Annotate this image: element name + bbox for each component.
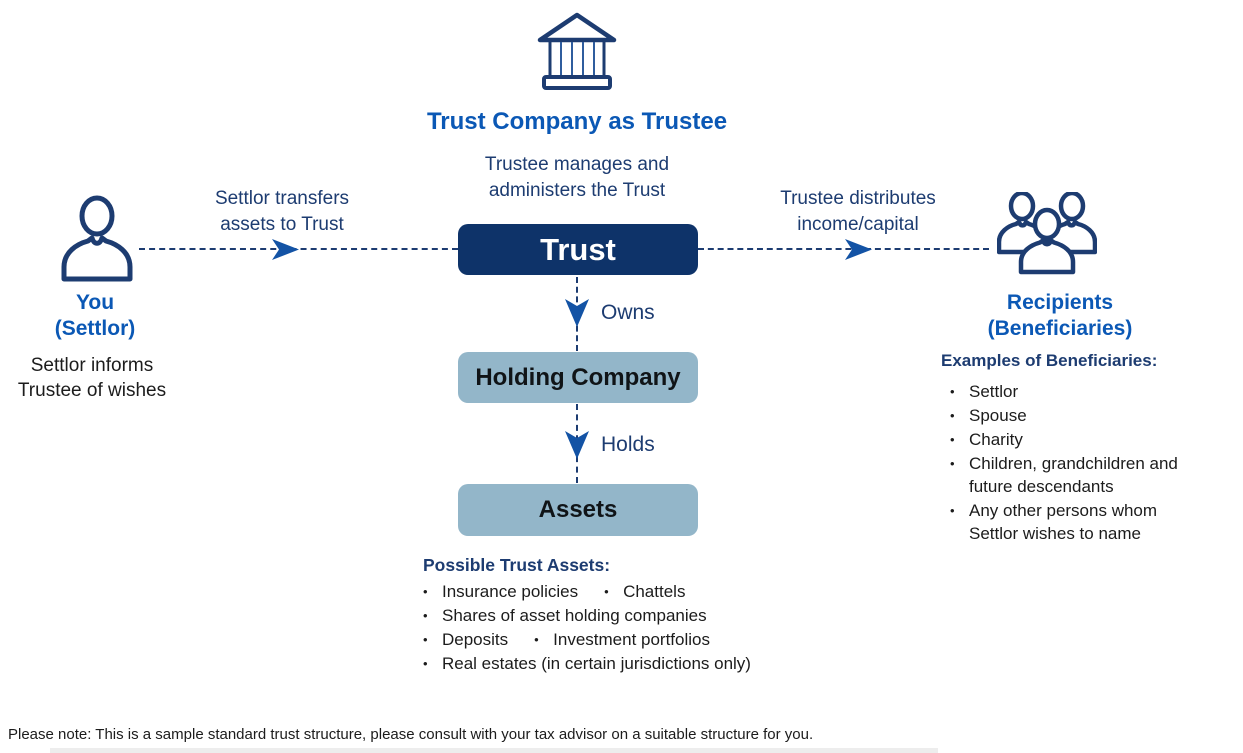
- person-icon: [57, 195, 137, 285]
- settlor-heading: You (Settlor): [55, 290, 136, 342]
- list-item: •Insurance policies •Chattels: [423, 580, 751, 604]
- flow-line-right: [698, 248, 989, 250]
- bullet-icon: •: [950, 503, 955, 518]
- list-item: •Real estates (in certain jurisdictions …: [423, 652, 751, 676]
- list-item: •Spouse: [950, 406, 1027, 425]
- trust-box-label: Trust: [540, 231, 616, 267]
- bullet-icon: •: [950, 456, 955, 471]
- bullet-icon: •: [423, 584, 428, 599]
- list-item: •Any other persons whom Settlor wishes t…: [950, 501, 1158, 543]
- flow-label-trustee-to-recipients: Trustee distributes income/capital: [780, 188, 936, 235]
- bullet-icon: •: [950, 408, 955, 423]
- settlor-note: Settlor informs Trustee of wishes: [17, 355, 167, 401]
- list-item: •Charity: [950, 430, 1023, 449]
- bullet-icon: •: [423, 632, 428, 647]
- assets-box-label: Assets: [538, 496, 618, 523]
- arrowhead-down-icon: [565, 431, 589, 459]
- arrowhead-right-icon: [272, 239, 299, 260]
- list-item: •Children, grandchildren and future desc…: [950, 454, 1178, 496]
- list-item: •Shares of asset holding companies: [423, 604, 751, 628]
- recipients-heading: Recipients (Beneficiaries): [988, 290, 1133, 342]
- possible-trust-assets-list: •Insurance policies •Chattels •Shares of…: [423, 580, 751, 676]
- trustee-title: Trust Company as Trustee: [426, 108, 728, 135]
- possible-trust-assets-heading: Possible Trust Assets:: [423, 555, 611, 575]
- holding-company-label: Holding Company: [475, 363, 681, 391]
- holding-company-box: Holding Company: [458, 352, 698, 403]
- bank-icon: [533, 11, 621, 99]
- settlor-title: You: [75, 291, 115, 314]
- bullet-icon: •: [950, 384, 955, 399]
- list-item: •Deposits •Investment portfolios: [423, 628, 751, 652]
- bullet-icon: •: [423, 656, 428, 671]
- recipients-subtitle: (Beneficiaries): [987, 317, 1133, 340]
- arrowhead-right-icon: [845, 239, 872, 260]
- bottom-divider: [50, 748, 938, 753]
- bullet-icon: •: [950, 432, 955, 447]
- bullet-icon: •: [604, 584, 609, 599]
- list-item: •Settlor: [950, 382, 1019, 401]
- holds-label: Holds: [601, 433, 655, 456]
- trustee-subtitle: Trustee manages and administers the Trus…: [484, 154, 670, 201]
- recipients-title: Recipients: [1006, 291, 1114, 314]
- beneficiaries-list: •Settlor •Spouse •Charity •Children, gra…: [950, 380, 1243, 546]
- bullet-icon: •: [423, 608, 428, 623]
- settlor-subtitle: (Settlor): [54, 317, 136, 340]
- flow-line-left: [139, 248, 458, 250]
- beneficiaries-heading: Examples of Beneficiaries:: [941, 351, 1158, 370]
- owns-label: Owns: [601, 301, 655, 324]
- people-icon: [997, 192, 1097, 282]
- bullet-icon: •: [534, 632, 539, 647]
- assets-box: Assets: [458, 484, 698, 536]
- trust-box: Trust: [458, 224, 698, 275]
- flow-label-settlor-to-trust: Settlor transfers assets to Trust: [214, 188, 350, 235]
- disclaimer-note: Please note: This is a sample standard t…: [8, 726, 814, 743]
- arrowhead-down-icon: [565, 299, 589, 327]
